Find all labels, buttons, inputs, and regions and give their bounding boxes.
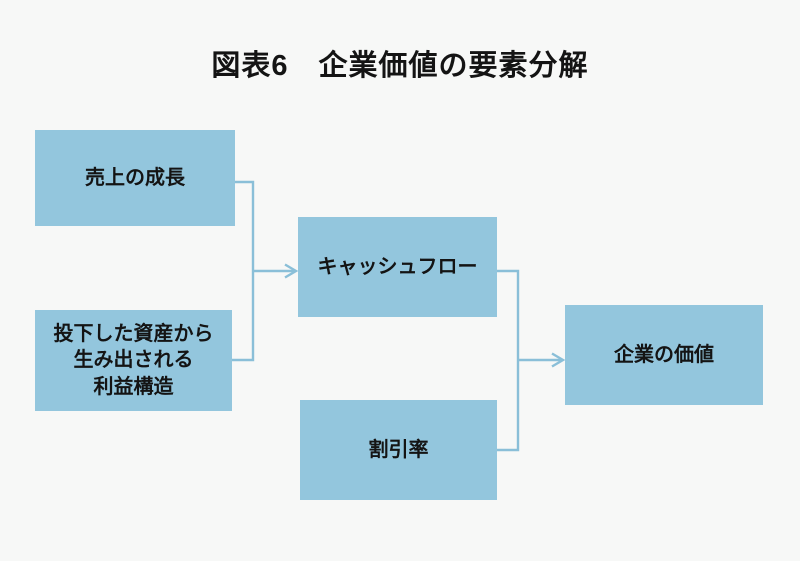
node-discount-rate: 割引率 xyxy=(300,400,497,500)
node-sales-growth: 売上の成長 xyxy=(35,130,235,226)
node-sales-growth-label: 売上の成長 xyxy=(85,166,185,189)
node-profit-structure-label: 投下した資産から 生み出される 利益構造 xyxy=(53,322,214,398)
node-cash-flow-label: キャッシュフロー xyxy=(317,255,478,278)
node-corporate-value-label: 企業の価値 xyxy=(614,343,714,366)
connector-right-bracket xyxy=(497,269,566,452)
arrowhead-icon xyxy=(284,263,299,279)
node-discount-rate-label: 割引率 xyxy=(368,438,429,461)
figure-title: 図表6 企業価値の要素分解 xyxy=(211,50,589,82)
node-corporate-value: 企業の価値 xyxy=(565,305,763,405)
arrowhead-icon xyxy=(551,352,566,368)
node-profit-structure: 投下した資産から 生み出される 利益構造 xyxy=(35,310,232,411)
node-cash-flow: キャッシュフロー xyxy=(298,217,497,317)
connector-left-bracket xyxy=(232,180,299,362)
